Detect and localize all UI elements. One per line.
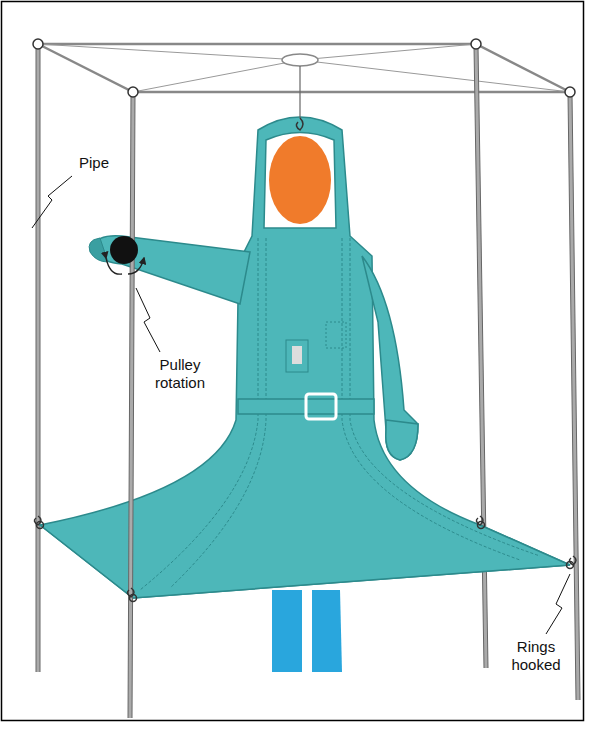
part-label: Pipe (77, 154, 111, 172)
leader-line (136, 288, 160, 352)
hanger-wire (299, 66, 300, 118)
support-wires (38, 44, 570, 92)
pulley (110, 236, 138, 264)
pocket (286, 340, 308, 372)
left-boot (272, 590, 302, 672)
badge (292, 346, 302, 364)
pocket (326, 322, 346, 348)
left-glove (89, 238, 108, 262)
center-ring (282, 54, 318, 66)
right-boot (312, 590, 342, 672)
leader-line (32, 176, 72, 228)
pipe-edges (128, 94, 580, 718)
rotation-arrow (128, 258, 144, 274)
pipes (130, 94, 578, 718)
figure-border (2, 2, 584, 721)
protective-gown (40, 117, 570, 598)
top-rings (33, 39, 575, 97)
right-glove (386, 420, 418, 460)
hooked-rings (34, 516, 576, 602)
rotation-arrow (106, 258, 122, 274)
face (269, 136, 331, 224)
top-frame (38, 44, 570, 92)
gown-seams (140, 238, 540, 590)
left-arm (92, 236, 250, 304)
part-label: Pulley rotation (145, 356, 215, 392)
hanger-hook (296, 118, 303, 130)
part-label: Rings hooked (503, 638, 569, 674)
leader-line (546, 574, 570, 634)
right-arm (362, 256, 418, 460)
face-window (264, 133, 336, 229)
belt-buckle (306, 394, 336, 419)
